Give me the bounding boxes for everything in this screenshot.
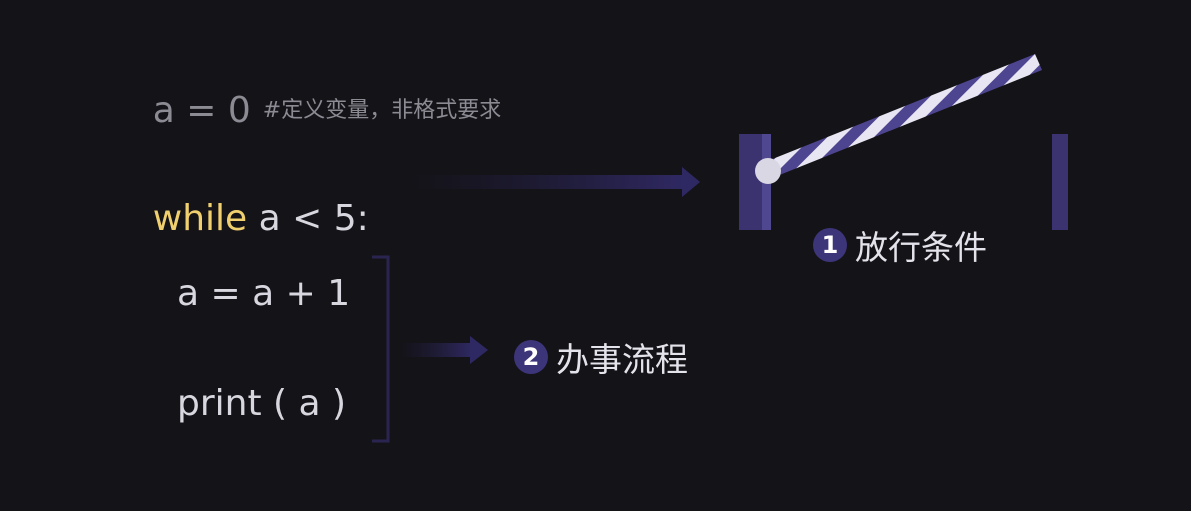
code-line-increment: a = a + 1 [177, 273, 351, 314]
while-keyword: while [152, 198, 248, 239]
code-line-print: print ( a ) [177, 383, 347, 424]
loop-body-bracket [372, 255, 390, 443]
step-badge-2: 2 [514, 340, 548, 374]
process-label-text: 办事流程 [556, 340, 688, 379]
arrow-right-icon [410, 167, 700, 197]
condition-label: 1 放行条件 [813, 221, 987, 269]
condition-label-text: 放行条件 [855, 228, 987, 267]
process-label: 2 办事流程 [514, 333, 688, 381]
code-comment: #定义变量，非格式要求 [262, 98, 502, 123]
arrow-right-icon-2 [400, 336, 488, 364]
step-badge-1: 1 [813, 228, 847, 262]
code-assign-text: a = 0 [152, 90, 251, 131]
code-line-while: while a < 5: [107, 165, 369, 273]
barrier-gate-icon [739, 54, 1068, 230]
code-line-assign: a = 0 #定义变量，非格式要求 [107, 57, 501, 165]
while-condition: a < 5: [247, 198, 369, 239]
